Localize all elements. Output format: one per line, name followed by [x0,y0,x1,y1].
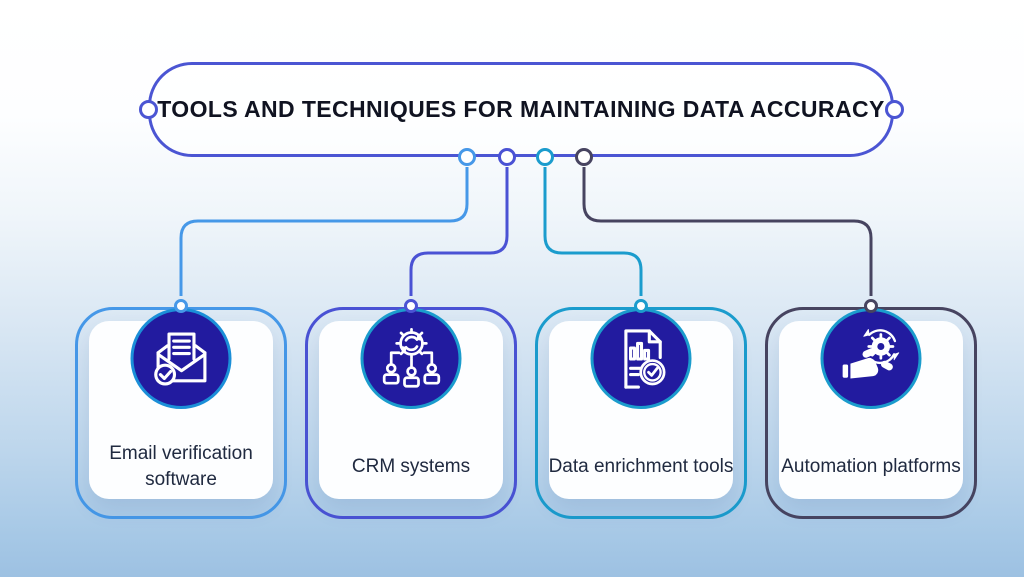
title-banner: TOOLS AND TECHNIQUES FOR MAINTAINING DAT… [148,62,894,157]
card-label: Automation platforms [781,456,961,477]
card-connector-dot [404,299,418,313]
card-connector-dot [634,299,648,313]
card-icon-badge [590,308,692,409]
email-verification-icon [153,331,206,386]
document-chart-check-icon [623,328,665,389]
card-icon-badge [820,308,922,409]
card-icon-badge [130,308,232,409]
crm-gear-people-icon [382,327,440,388]
card-label: Data enrichment tools [548,456,734,477]
card-connector-dot [174,299,188,313]
card-data-enrichment: Data enrichment tools [535,299,747,519]
branch-node-2 [498,148,516,166]
title-left-node [139,100,158,119]
branch-node-1 [458,148,476,166]
card-crm-systems: CRM systems [305,299,517,519]
card-email-verification: Email verification software [75,299,287,519]
page-title: TOOLS AND TECHNIQUES FOR MAINTAINING DAT… [157,96,885,122]
card-label: CRM systems [351,456,471,477]
hand-gear-automation-icon [842,328,899,378]
title-right-node [885,100,904,119]
branch-node-3 [536,148,554,166]
card-label: Email verification software [109,443,253,490]
card-connector-dot [864,299,878,313]
card-icon-badge [360,308,462,409]
card-automation-platforms: Automation platforms [765,299,977,519]
branch-node-4 [575,148,593,166]
